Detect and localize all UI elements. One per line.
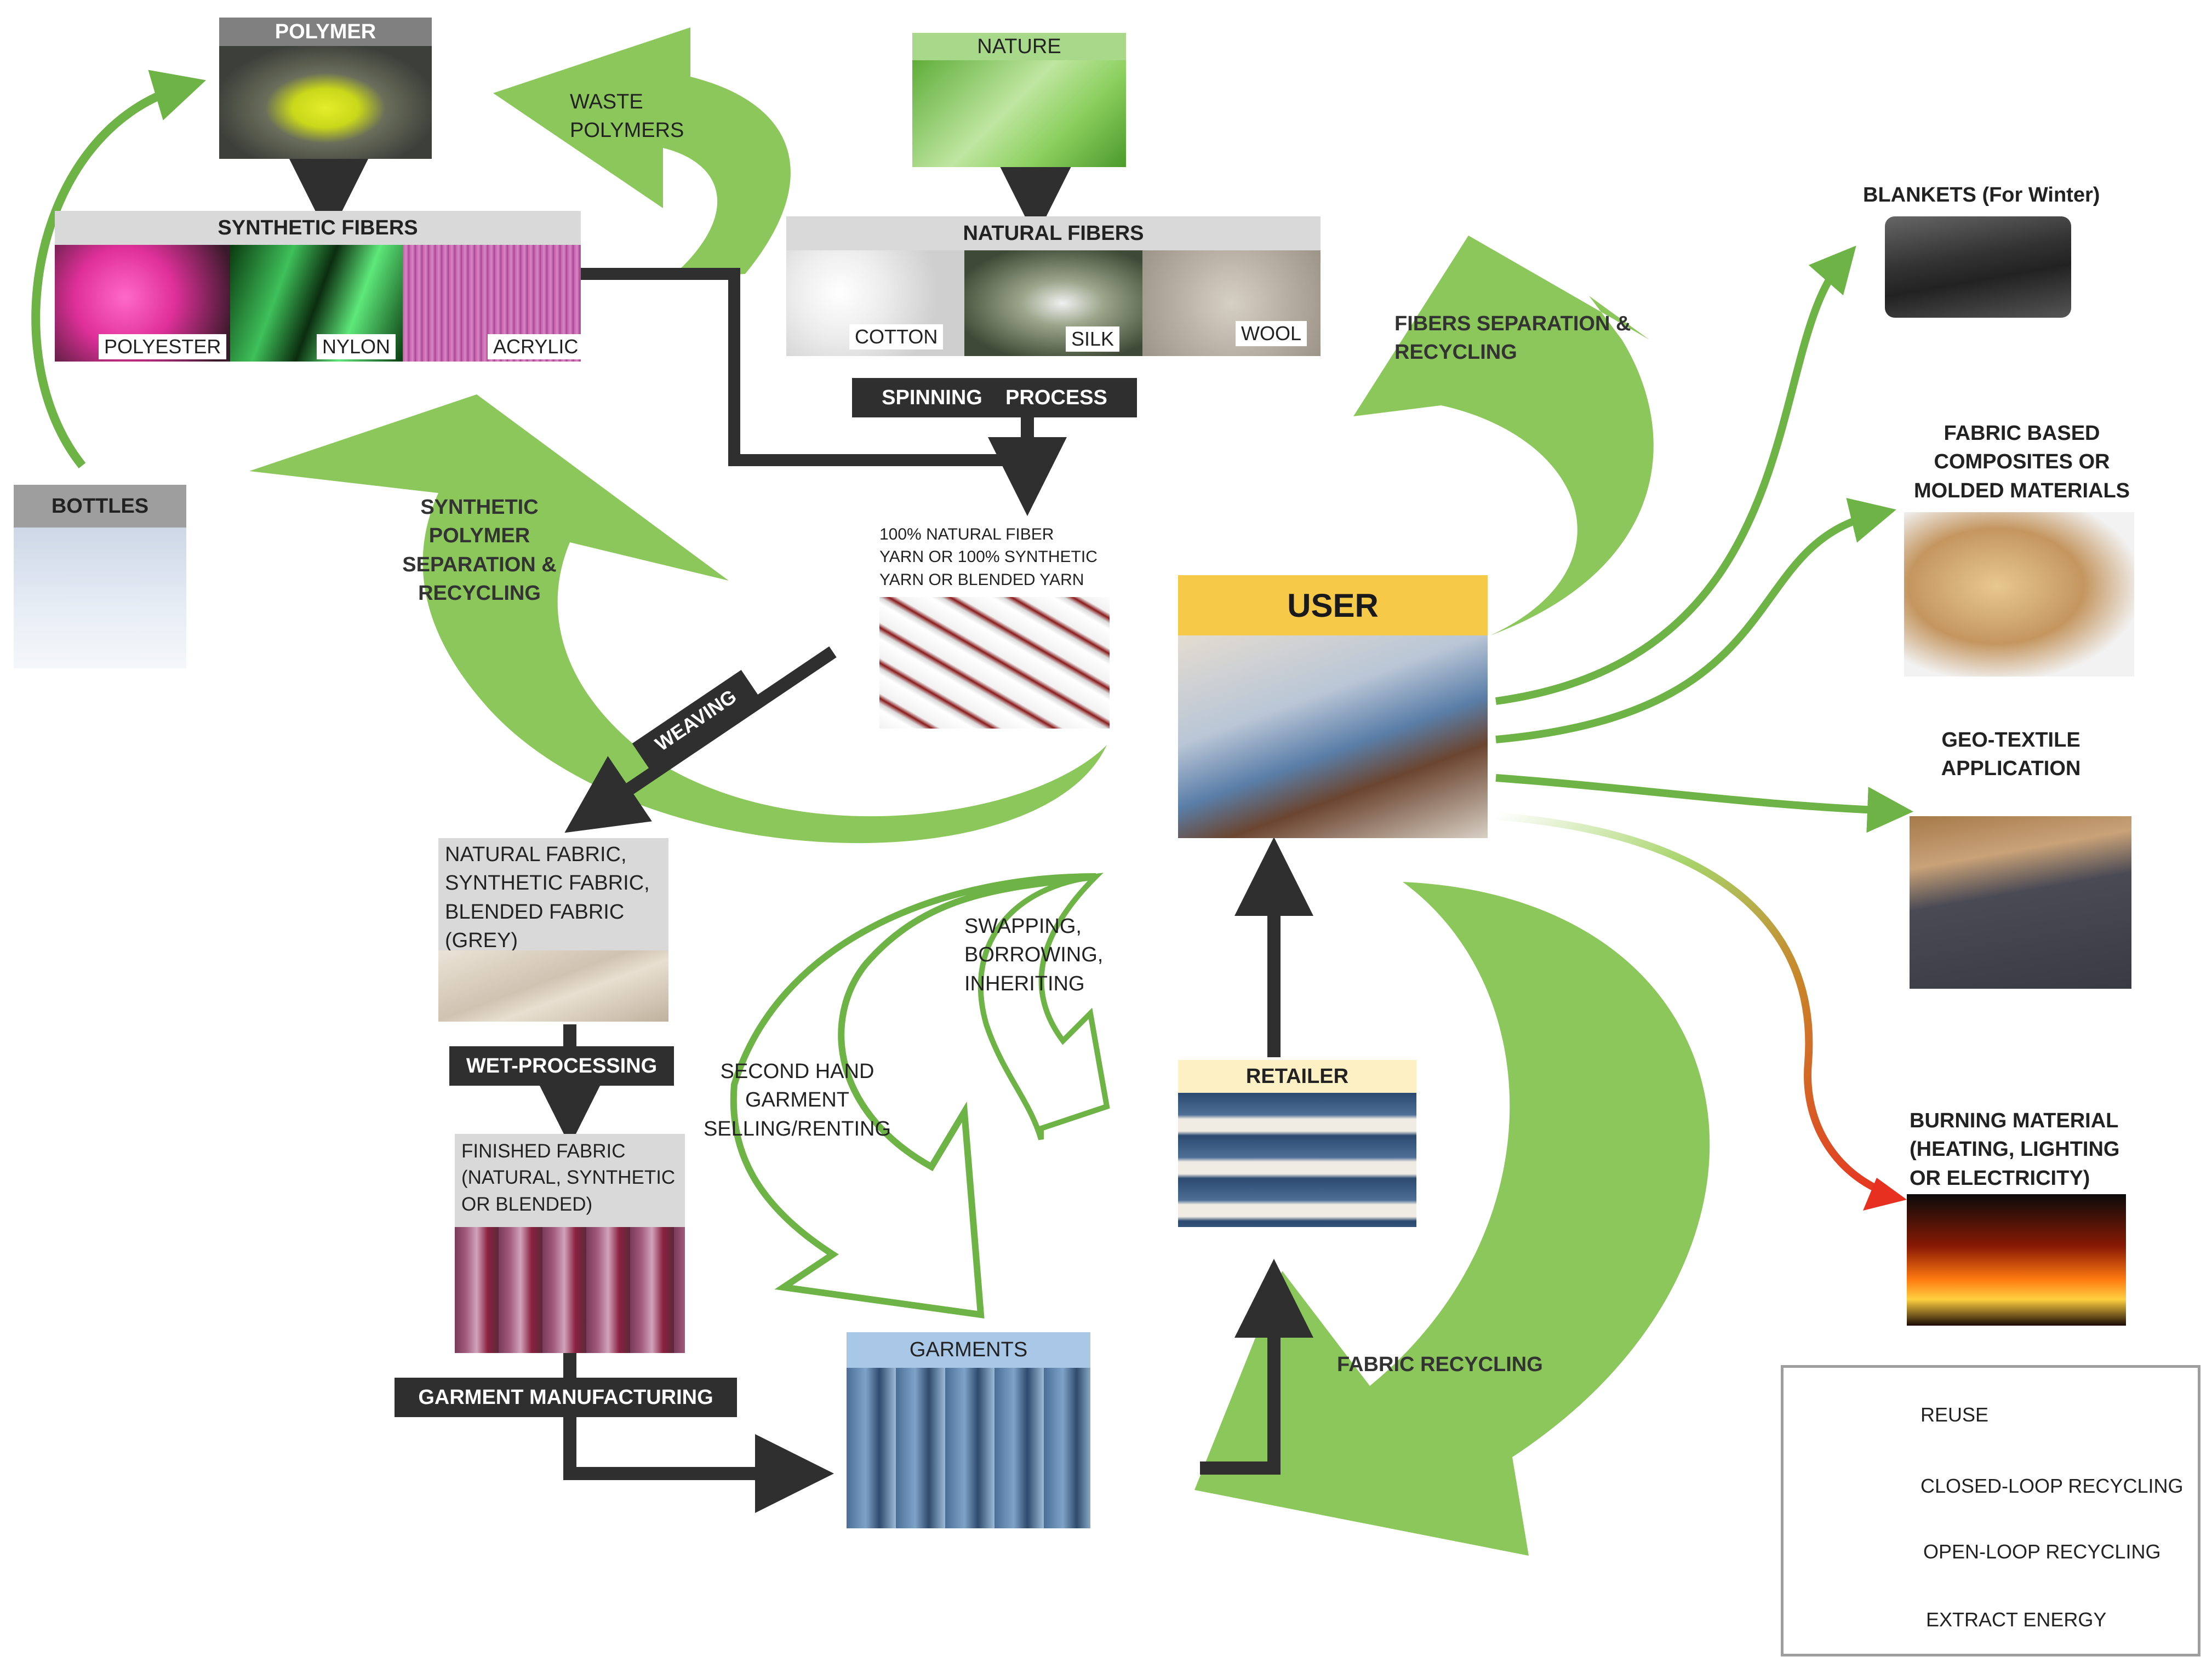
garment-manufacturing-label: GARMENT MANUFACTURING	[395, 1378, 737, 1417]
fibers-separation-label: FIBERS SEPARATION & RECYCLING	[1394, 312, 1631, 364]
geotextile-label: GEO-TEXTILE APPLICATION	[1941, 729, 2081, 781]
geotextile-image	[1910, 816, 2131, 989]
manufacturing-to-garments-arrow	[563, 1413, 834, 1513]
fabric-recycling-label: FABRIC RECYCLING	[1337, 1353, 1543, 1376]
spinning-process-label: SPINNING PROCESS	[852, 378, 1137, 417]
synthetic-separation-arrow	[249, 394, 1107, 844]
user-photo	[1178, 635, 1488, 838]
fabric-recycling-arrow	[1194, 882, 1710, 1556]
polyester-label: POLYESTER	[99, 334, 227, 359]
garments-image	[847, 1368, 1090, 1528]
cotton-label: COTTON	[849, 324, 944, 349]
waste-polymers-label: WASTE POLYMERS	[570, 90, 684, 142]
swapping-reuse-arrow	[978, 873, 1110, 1140]
polymer-title: POLYMER	[219, 18, 432, 46]
wet-processing-label: WET-PROCESSING	[449, 1046, 674, 1086]
user-to-composites-arrow	[1495, 498, 1896, 743]
yarn-cones-image	[879, 597, 1110, 729]
garments-title: GARMENTS	[847, 1332, 1090, 1368]
synthetic-to-yarn-line	[578, 268, 1027, 466]
legend	[1781, 1365, 2200, 1656]
synthetic-separation-label: SYNTHETIC POLYMER SEPARATION & RECYCLING	[402, 496, 557, 605]
burning-arrowhead	[1863, 1178, 1907, 1211]
user-to-geotextile-arrow	[1495, 774, 1913, 833]
composites-image	[1904, 512, 2134, 677]
second-hand-reuse-arrow	[730, 873, 1096, 1319]
blankets-image	[1885, 216, 2071, 318]
polymer-pellets-image	[219, 46, 432, 159]
nature-title: NATURE	[912, 33, 1126, 60]
legend-open-loop-label: OPEN-LOOP RECYCLING	[1923, 1540, 2161, 1563]
legend-extract-energy-label: EXTRACT ENERGY	[1926, 1608, 2107, 1631]
burning-label: BURNING MATERIAL (HEATING, LIGHTING OR E…	[1910, 1109, 2120, 1190]
weaving-arrow	[564, 646, 837, 833]
second-hand-label: SECOND HAND GARMENT SELLING/RENTING	[703, 1060, 891, 1140]
user-to-blankets-arrow	[1495, 245, 1856, 705]
user-title: USER	[1178, 575, 1488, 635]
acrylic-label: ACRYLIC	[488, 334, 584, 359]
blankets-label: BLANKETS (For Winter)	[1863, 184, 2100, 207]
waste-polymers-arrow	[493, 27, 791, 279]
synthetic-fibers-title: SYNTHETIC FIBERS	[55, 211, 581, 245]
yarn-label: 100% NATURAL FIBER YARN OR 100% SYNTHETI…	[879, 523, 1110, 600]
nylon-label: NYLON	[317, 334, 396, 359]
burning-fire-image	[1907, 1194, 2126, 1326]
bottles-image	[14, 528, 186, 668]
bottles-to-polymer-arrow	[31, 70, 207, 468]
legend-closed-loop-label: CLOSED-LOOP RECYCLING	[1921, 1475, 2184, 1497]
wool-label: WOOL	[1236, 321, 1307, 346]
legend-reuse-label: REUSE	[1921, 1403, 1989, 1426]
silk-label: SILK	[1066, 326, 1120, 352]
finished-fabric-label: FINISHED FABRIC (NATURAL, SYNTHETIC OR B…	[455, 1134, 685, 1227]
grey-fabric-image	[438, 950, 668, 1022]
finished-fabric-image	[455, 1227, 685, 1353]
fibers-separation-arrow	[1353, 236, 1654, 635]
natural-fibers-title: NATURAL FIBERS	[786, 216, 1321, 250]
retailer-title: RETAILER	[1178, 1060, 1416, 1093]
composites-label: FABRIC BASED COMPOSITES OR MOLDED MATERI…	[1913, 422, 2130, 502]
user-to-burning-arrow	[1495, 812, 1892, 1198]
bottles-title: BOTTLES	[14, 485, 186, 528]
retailer-shelves-image	[1178, 1093, 1416, 1227]
grey-fabric-label: NATURAL FABRIC, SYNTHETIC FABRIC, BLENDE…	[438, 838, 668, 952]
garments-to-retailer-arrow	[1200, 1259, 1313, 1475]
nature-butterfly-image	[912, 60, 1126, 167]
swapping-label: SWAPPING, BORROWING, INHERITING	[964, 915, 1104, 995]
